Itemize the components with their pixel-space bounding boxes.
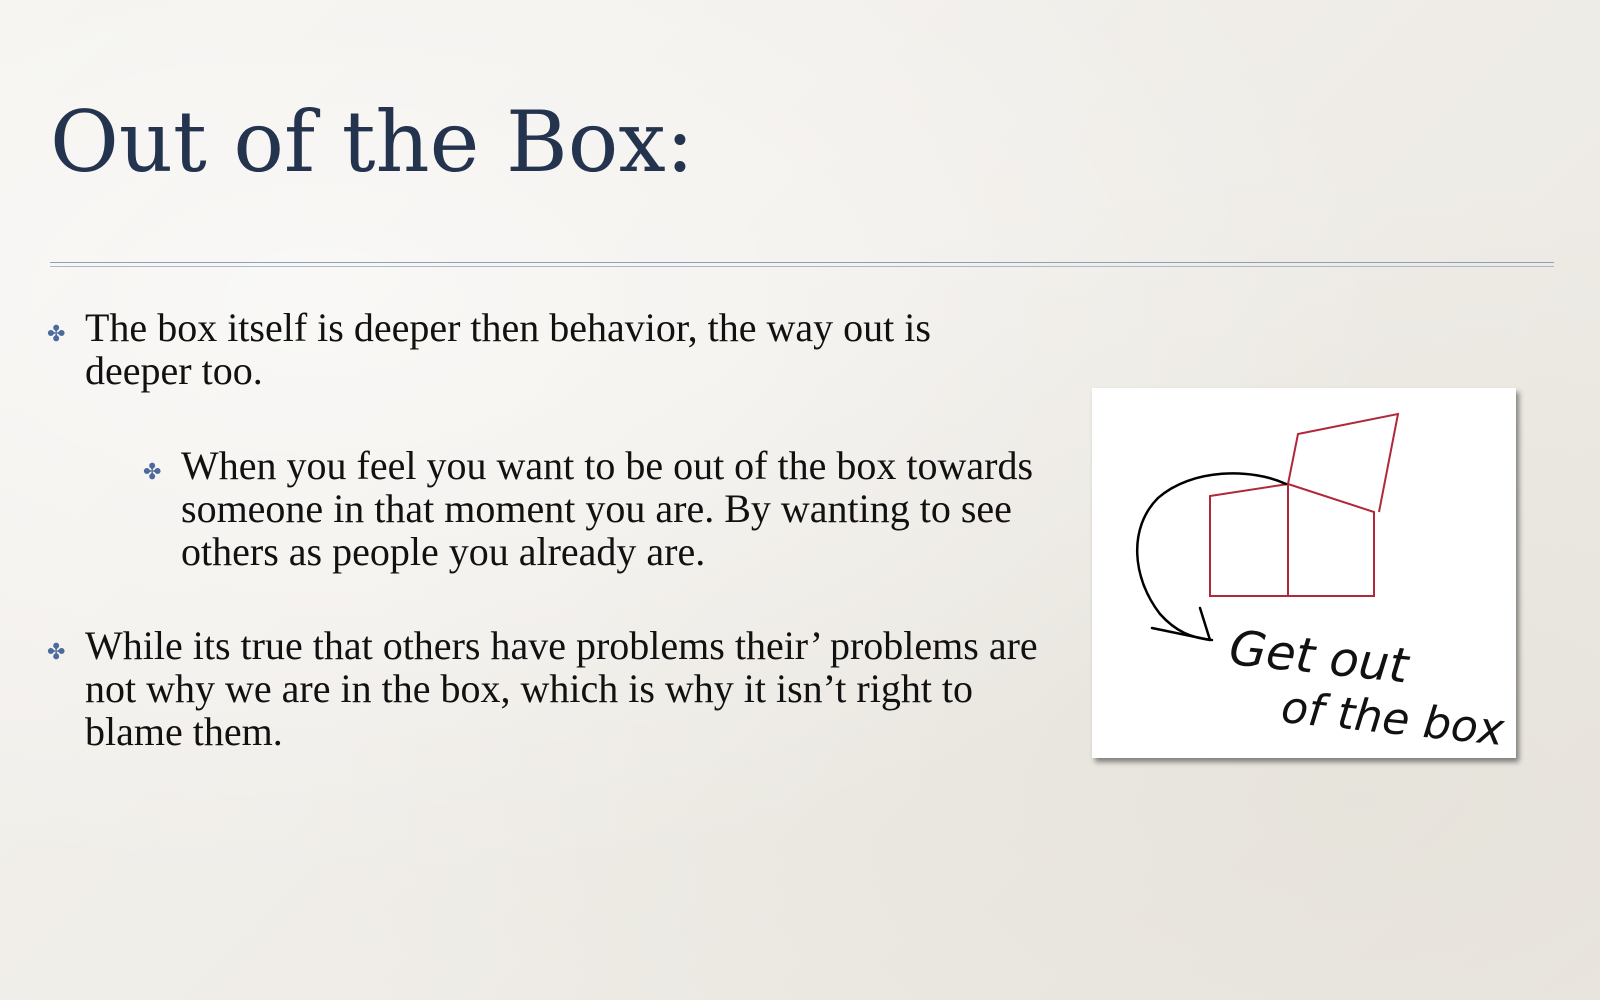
bullet-item-2: ✤ When you feel you want to be out of th… — [143, 443, 1061, 574]
title-divider — [50, 262, 1554, 263]
bullet-marker-icon: ✤ — [143, 460, 162, 485]
slide-title: Out of the Box: — [50, 93, 695, 191]
out-of-box-illustration: Get out of the box — [1092, 388, 1516, 758]
bullet-marker-icon: ✤ — [47, 640, 66, 665]
bullet-text: The box itself is deeper then behavior, … — [85, 305, 931, 393]
curved-arrow-icon — [1136, 472, 1288, 642]
bullet-item-3: ✤ While its true that others have proble… — [47, 623, 1065, 754]
bullet-item-1: ✤ The box itself is deeper then behavior… — [47, 305, 1045, 393]
box-drawing — [1136, 412, 1400, 642]
bullet-text: When you feel you want to be out of the … — [181, 443, 1034, 574]
arrow-head — [1150, 606, 1212, 642]
box-lid-flap — [1287, 412, 1400, 513]
box-left-panel — [1209, 482, 1289, 597]
box-right-panel — [1287, 483, 1375, 597]
arrow-shaft — [1136, 472, 1288, 642]
box-outline-icon — [1209, 412, 1400, 597]
bullet-marker-icon: ✤ — [47, 322, 66, 347]
bullet-text: While its true that others have problems… — [85, 623, 1038, 754]
title-divider-secondary — [50, 266, 1554, 267]
